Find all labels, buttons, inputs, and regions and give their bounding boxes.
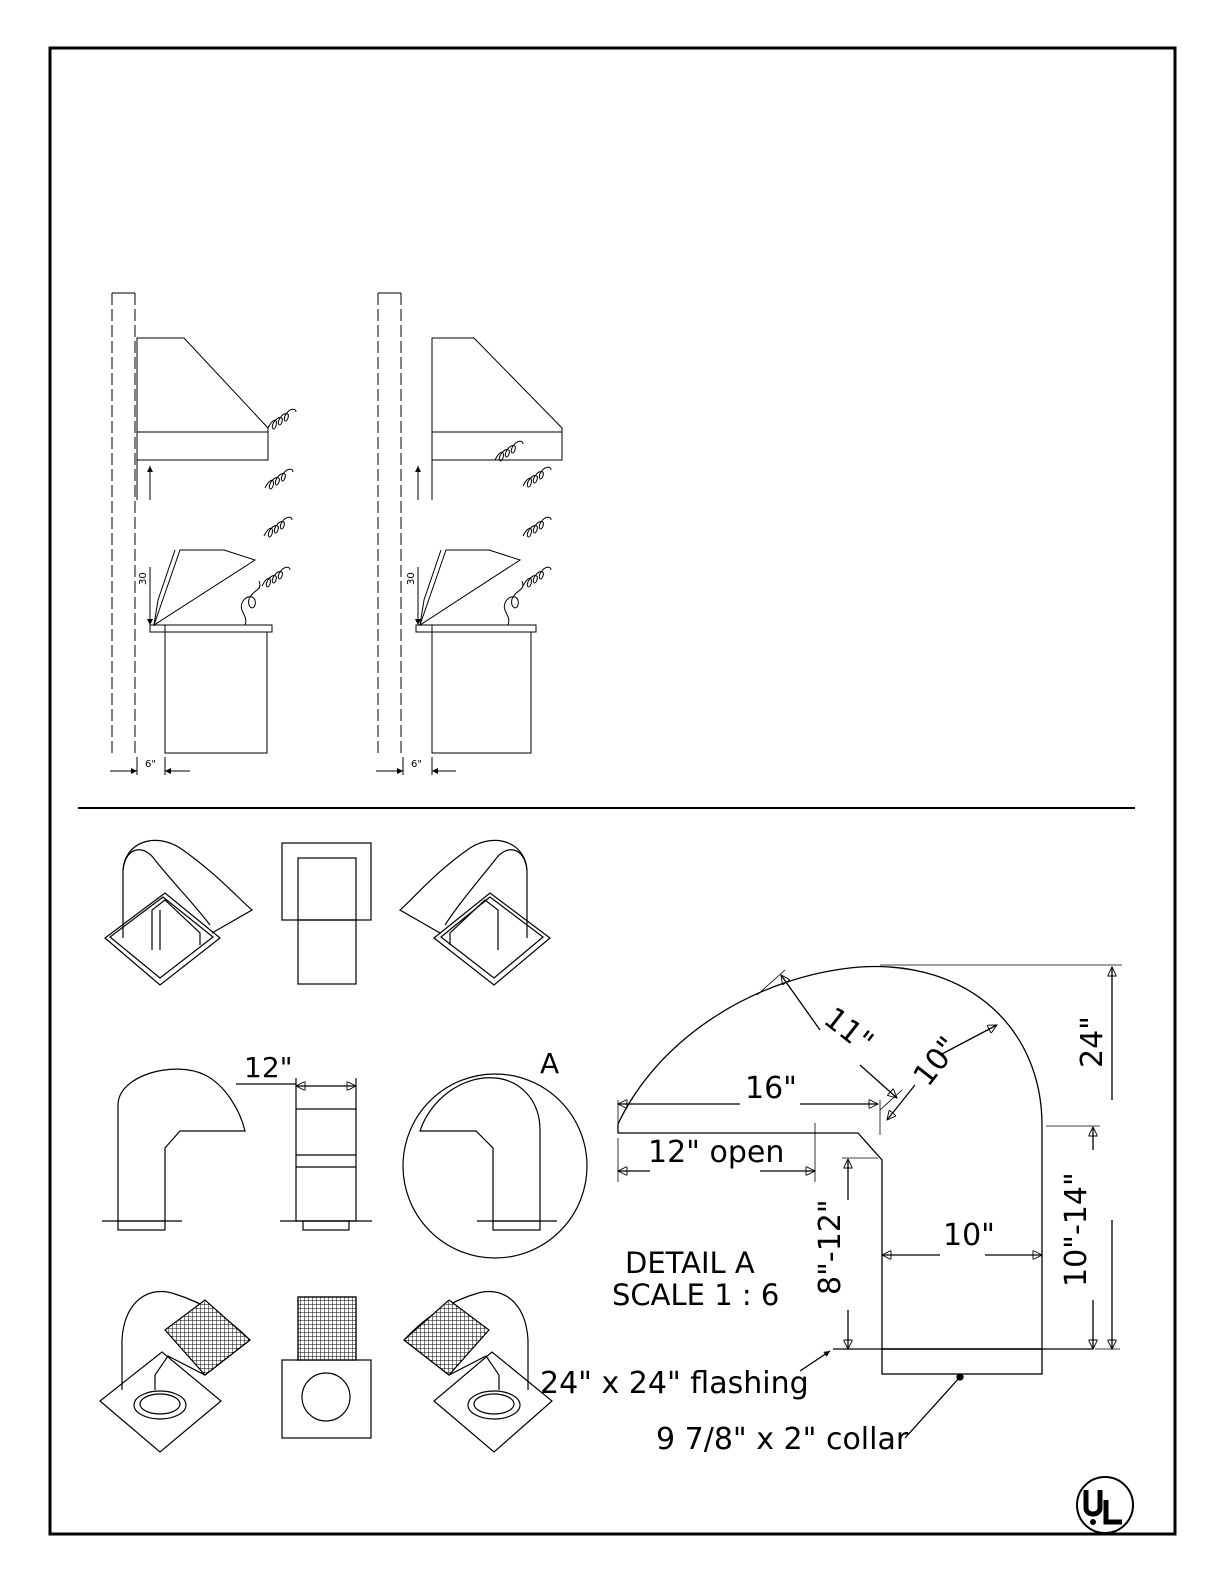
side-view-left	[110, 293, 296, 775]
offset-label-right: 6"	[411, 759, 422, 770]
vent-iso-left	[105, 840, 252, 985]
vent-top-view	[282, 843, 371, 984]
detail-a-marker: A	[540, 1047, 559, 1080]
dim-11: 11"	[817, 1001, 880, 1061]
vent-front-grille	[282, 1297, 371, 1438]
detail-a-scale: SCALE 1 : 6	[612, 1278, 779, 1312]
vent-iso-right	[400, 840, 550, 985]
dim-10-width: 10"	[943, 1218, 995, 1253]
dim-8-12: 8"-12"	[813, 1199, 848, 1295]
side-view-right	[376, 293, 562, 775]
vent-iso-grille-left	[100, 1291, 250, 1452]
dim-12-open: 12" open	[648, 1135, 784, 1170]
detail-a-title: DETAIL A	[625, 1246, 755, 1280]
height-label-left: 30	[138, 572, 149, 585]
dim-12-label: 12"	[244, 1051, 293, 1084]
vent-side-view	[102, 1069, 245, 1230]
vent-iso-grille-right	[404, 1291, 552, 1452]
dim-10-14: 10"-14"	[1059, 1172, 1094, 1287]
ul-mark-icon	[1077, 1477, 1133, 1533]
flashing-label: 24" x 24" flashing	[540, 1366, 809, 1401]
dim-10-diagonal: 10"	[907, 1030, 967, 1093]
collar-label: 9 7/8" x 2" collar	[656, 1422, 909, 1457]
offset-label-left: 6"	[145, 759, 156, 770]
height-label-right: 30	[406, 572, 417, 585]
dim-16: 16"	[745, 1071, 797, 1106]
dim-24: 24"	[1075, 1016, 1110, 1068]
detail-a-circle	[403, 1074, 587, 1258]
vent-front-view	[236, 1078, 372, 1230]
